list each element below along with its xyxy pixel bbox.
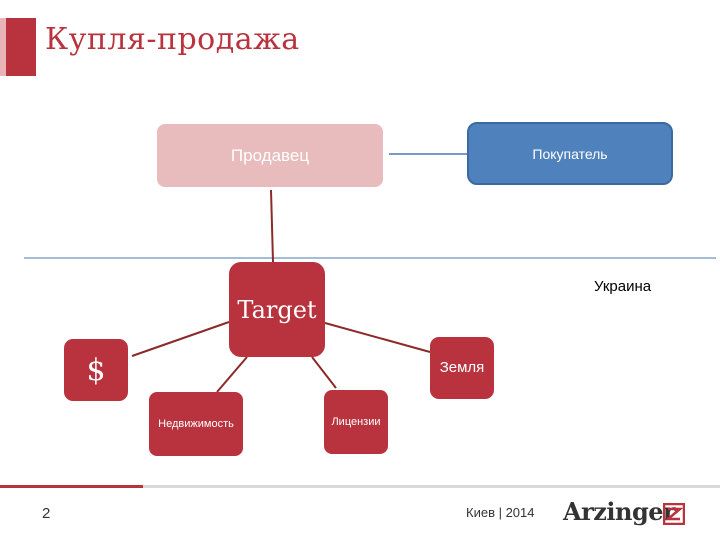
licenses-label: Лицензии xyxy=(331,415,381,428)
money-label: $ xyxy=(86,352,106,388)
target-realty-connector xyxy=(216,356,248,393)
buyer-node: Покупатель xyxy=(467,122,673,185)
land-node: Земля xyxy=(430,337,494,399)
footer-location-year: Киев | 2014 xyxy=(466,505,535,520)
buyer-label: Покупатель xyxy=(532,145,608,162)
footer-divider xyxy=(143,485,720,488)
real-estate-label: Недвижимость xyxy=(158,417,234,430)
page-number: 2 xyxy=(42,505,51,522)
target-node: Target xyxy=(229,262,325,357)
seller-node: Продавец xyxy=(157,124,383,187)
target-dollar-connector xyxy=(131,321,230,357)
target-label: Target xyxy=(237,295,317,324)
target-land-connector xyxy=(324,322,431,353)
licenses-node: Лицензии xyxy=(324,390,388,454)
seller-label: Продавец xyxy=(230,145,310,165)
target-license-connector xyxy=(311,356,337,389)
company-logo: Arzinger xyxy=(563,497,676,526)
footer-divider-accent xyxy=(0,485,143,488)
title-accent-bar xyxy=(0,18,36,76)
region-label: Украина xyxy=(594,278,652,295)
seller-target-connector xyxy=(270,189,274,263)
title-accent-stripe xyxy=(0,18,6,76)
logo-mark-icon xyxy=(663,503,685,525)
page-title: Купля-продажа xyxy=(45,22,300,57)
land-label: Земля xyxy=(439,359,485,376)
real-estate-node: Недвижимость xyxy=(149,392,243,456)
money-node: $ xyxy=(64,339,128,401)
